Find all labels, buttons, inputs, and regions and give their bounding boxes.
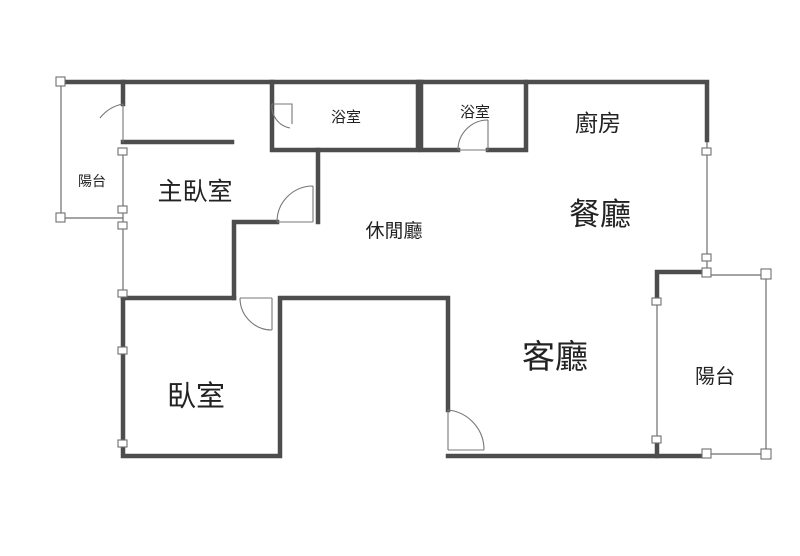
label-dining: 餐廳 (569, 197, 631, 233)
bath-2-walls (418, 79, 461, 153)
left-balcony-outline (60, 81, 123, 219)
label-kitchen: 廚房 (575, 111, 621, 137)
jamb-marker (117, 346, 128, 355)
jamb-marker (701, 147, 712, 156)
bedroom-door (239, 297, 273, 331)
label-lounge: 休閒廳 (365, 220, 422, 242)
window-jambs (55, 76, 772, 460)
jamb-marker (760, 448, 772, 460)
right-wall-step (654, 269, 710, 303)
jamb-marker (117, 205, 128, 214)
label-bedroom: 臥室 (167, 379, 225, 413)
jamb-marker (117, 439, 128, 448)
bedroom-walls (120, 295, 451, 459)
top-outer-wall (58, 79, 710, 143)
label-bath-1: 浴室 (331, 108, 361, 126)
jamb-marker (701, 267, 712, 278)
master-bath-door (99, 103, 124, 142)
label-balcony-left: 陽台 (78, 174, 106, 190)
label-living: 客廳 (522, 337, 588, 376)
jamb-marker (117, 289, 128, 298)
bath-2-door (457, 119, 489, 151)
bath-2-wall-right (485, 79, 529, 153)
jamb-marker (701, 253, 712, 262)
master-bedroom-door (276, 185, 314, 223)
bath-1-walls (269, 79, 421, 153)
walls (58, 79, 710, 459)
right-balcony-outline (707, 274, 767, 455)
jamb-marker (651, 297, 662, 306)
jamb-marker (55, 212, 66, 223)
bath-1-door (271, 103, 293, 129)
doors (99, 103, 489, 451)
label-bath-2: 浴室 (460, 103, 490, 121)
jamb-marker (55, 76, 66, 87)
jamb-marker (117, 221, 128, 230)
room-labels: 主臥室 浴室 浴室 廚房 餐廳 休閒廳 客廳 臥室 陽台 陽台 (78, 103, 735, 413)
jamb-marker (701, 448, 712, 459)
entrance-door (447, 409, 485, 451)
label-balcony-right: 陽台 (695, 364, 735, 388)
jamb-marker (651, 435, 662, 444)
jamb-marker (117, 147, 128, 156)
master-bedroom-wall (231, 219, 280, 301)
label-master-bedroom: 主臥室 (157, 177, 232, 206)
jamb-marker (760, 268, 772, 280)
